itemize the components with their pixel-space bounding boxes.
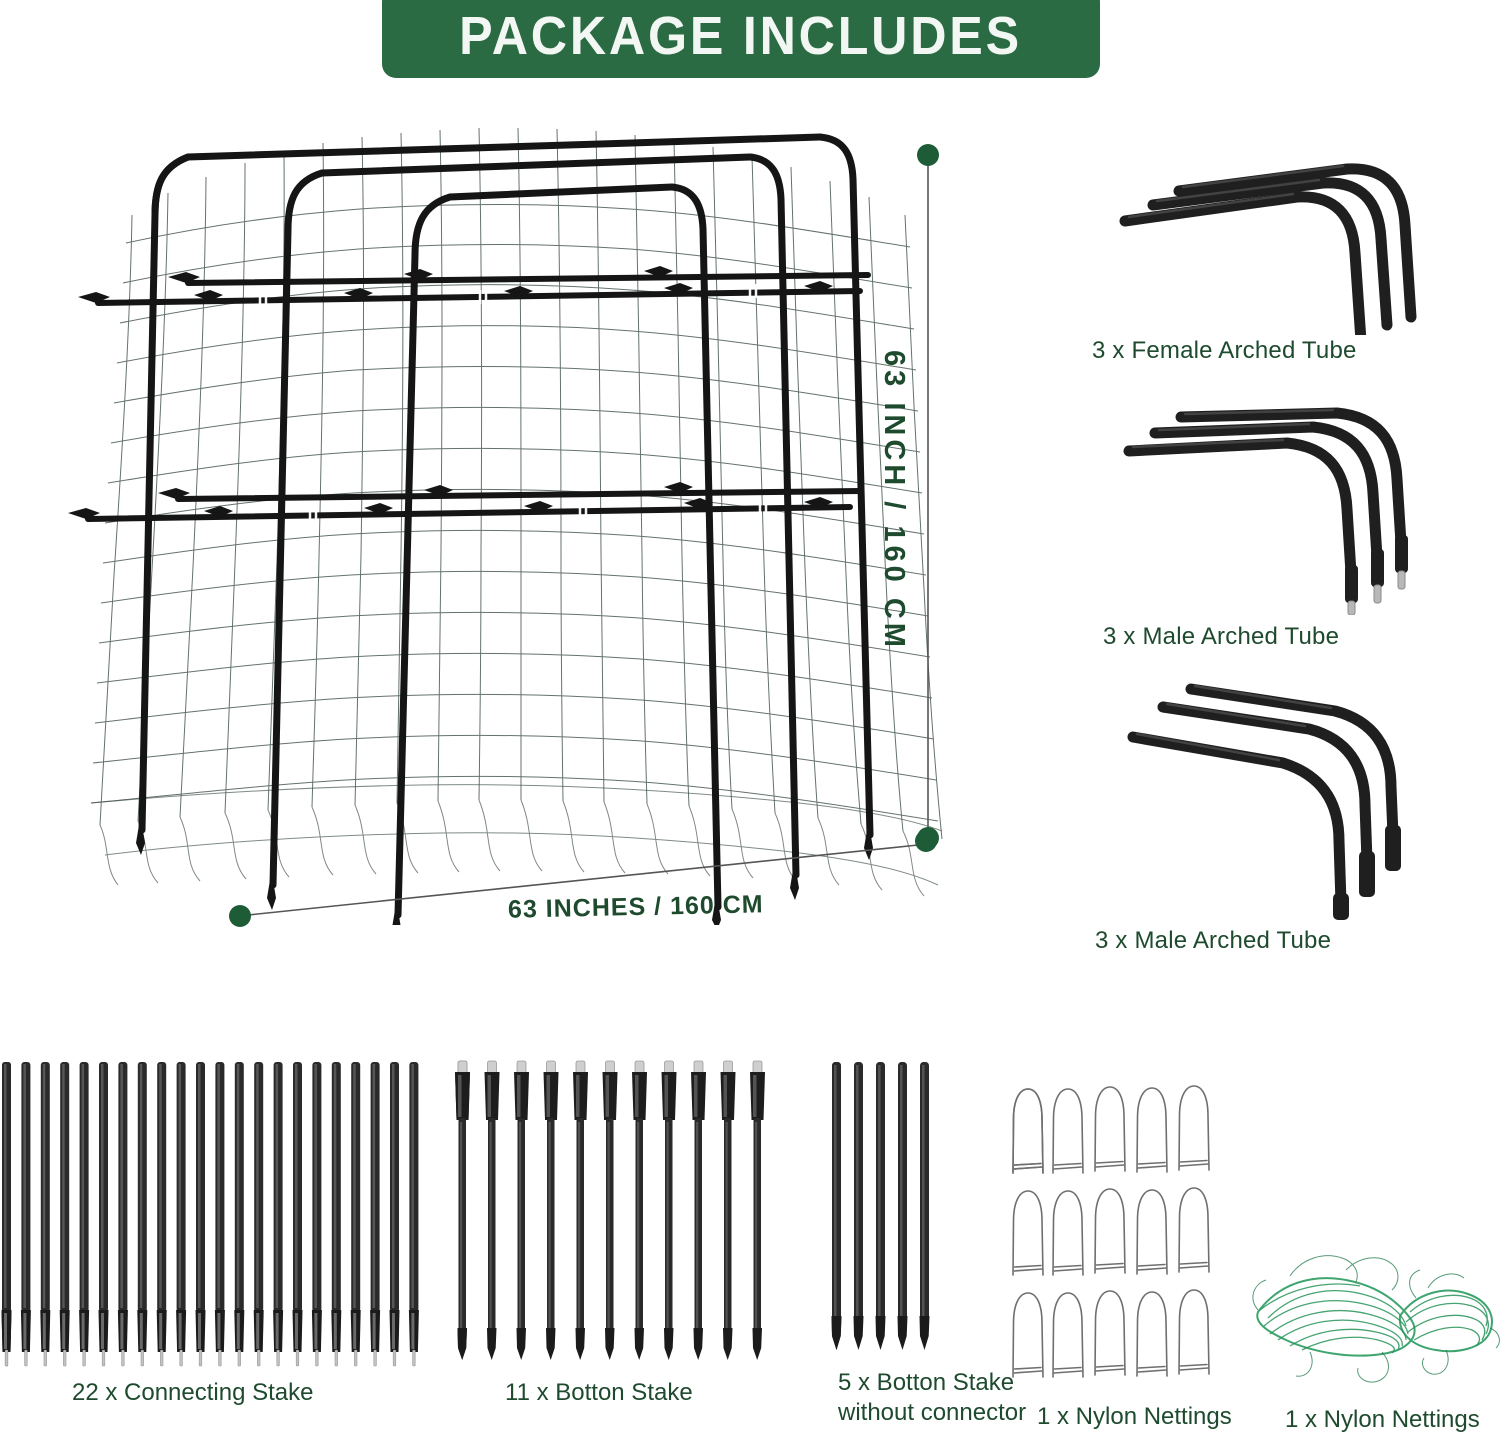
nylon-netting-bundle-label: 1 x Nylon Nettings [1285,1406,1480,1433]
male-arched-tube-image-1 [1123,407,1408,616]
part-group-bottom-stake-without-connector [830,1060,1030,1440]
bottom-stake-noconn-label: 5 x Botton Stake without connector [838,1368,1026,1428]
male-arched-tube-label-1: 3 x Male Arched Tube [1103,623,1340,650]
bottom-stake-image [454,1060,766,1361]
nylon-netting-clips-label: 1 x Nylon Nettings [1037,1403,1232,1430]
female-arched-tube-image [1119,163,1417,347]
male-arched-tube-image-2 [1127,683,1401,920]
part-group-bottom-stake [450,1060,780,1440]
connecting-stake-image [1,1061,420,1367]
package-includes-banner: PACKAGE INCLUDES [382,0,1100,78]
part-group-nylon-netting-bundle [1250,1240,1500,1440]
male-arched-tube-label-2: 3 x Male Arched Tube [1095,927,1332,954]
bottom-stake-noconn-label-line1: 5 x Botton Stake [838,1369,1015,1396]
crossbar-connectors-upper [78,281,833,303]
width-dimension-label: 63 INCHES / 160 CM [507,890,764,924]
part-group-female-arched-tube: 3 x Female Arched Tube [1085,145,1485,375]
trellis-frame [138,133,874,919]
crossbars [68,266,871,522]
nylon-netting-clips-image [1012,1085,1210,1378]
female-arched-tube-label: 3 x Female Arched Tube [1092,337,1357,364]
connecting-stake-label: 22 x Connecting Stake [72,1379,314,1406]
part-group-male-arched-tube-2: 3 x Male Arched Tube [1085,675,1485,955]
bottom-stake-label: 11 x Botton Stake [505,1379,693,1406]
part-group-male-arched-tube-1: 3 x Male Arched Tube [1085,395,1485,655]
net-clips [258,284,768,523]
banner-title: PACKAGE INCLUDES [459,6,1023,66]
nylon-netting-bundle-image [1252,1255,1500,1383]
part-group-connecting-stake [0,1060,440,1440]
height-dimension-label: 63 INCH / 160 CM [878,350,910,651]
bottom-stake-noconn-label-line2: without connector [838,1399,1027,1426]
part-group-nylon-netting-clips [1010,1085,1235,1440]
assembled-trellis-illustration [60,95,960,925]
bottom-stake-noconn-image [831,1062,930,1350]
crossbar-connectors-lower [68,497,833,519]
netting-mesh [90,127,943,840]
